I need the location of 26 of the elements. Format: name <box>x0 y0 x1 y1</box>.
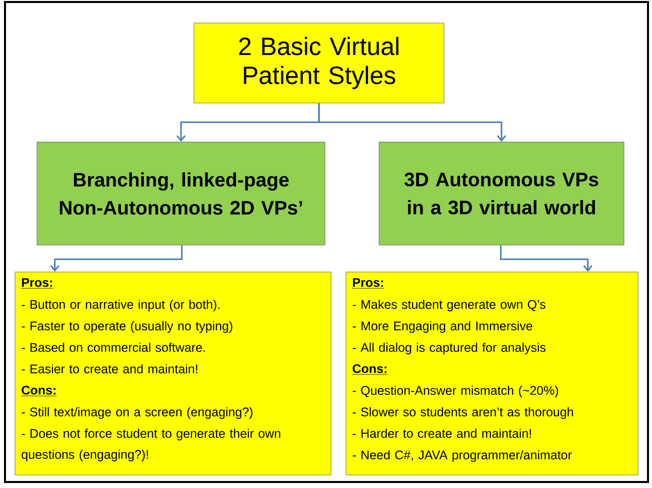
list-item: - Harder to create and maintain! <box>352 428 531 438</box>
list-item: - More Engaging and Immersive <box>352 321 532 333</box>
section-heading: Cons: <box>352 364 388 375</box>
list-item: - Does not force student to generate their own questions (engaging?)! <box>22 428 280 462</box>
list-item: - Easier to create and maintain! <box>22 364 198 374</box>
list-item: - Makes student generate own Q’s <box>352 300 546 312</box>
list-box <box>14 272 332 476</box>
list-item: - All dialog is captured for analysis <box>352 342 546 354</box>
category-box: 3D Autonomous VPs in a 3D virtual world <box>378 142 624 246</box>
section-heading: Pros: <box>352 278 384 289</box>
list-item: - Still text/image on a screen (engaging?) <box>22 407 252 419</box>
list-item: - Based on commercial software. <box>22 342 205 352</box>
list-item: - Button or narrative input (or both). <box>22 300 220 312</box>
category-box: Branching, linked-page Non-Autonomous 2D VPs’ <box>36 142 326 246</box>
list-item: - Faster to operate (usually no typing) <box>22 321 232 333</box>
arrow <box>50 245 183 272</box>
section-heading: Cons: <box>21 386 57 396</box>
title-box <box>194 22 444 104</box>
arrow <box>318 103 506 142</box>
list-item: - Slower so students aren’t as thorough <box>352 407 573 419</box>
list-item: - Need C#, JAVA programmer/animator <box>352 450 572 462</box>
list-box <box>346 272 638 476</box>
list-item: - Question-Answer mismatch (~20%) <box>352 386 558 398</box>
title-text: 2 Basic Virtual Patient Styles <box>239 36 398 90</box>
arrow <box>500 245 592 272</box>
section-heading: Pros: <box>21 278 54 289</box>
